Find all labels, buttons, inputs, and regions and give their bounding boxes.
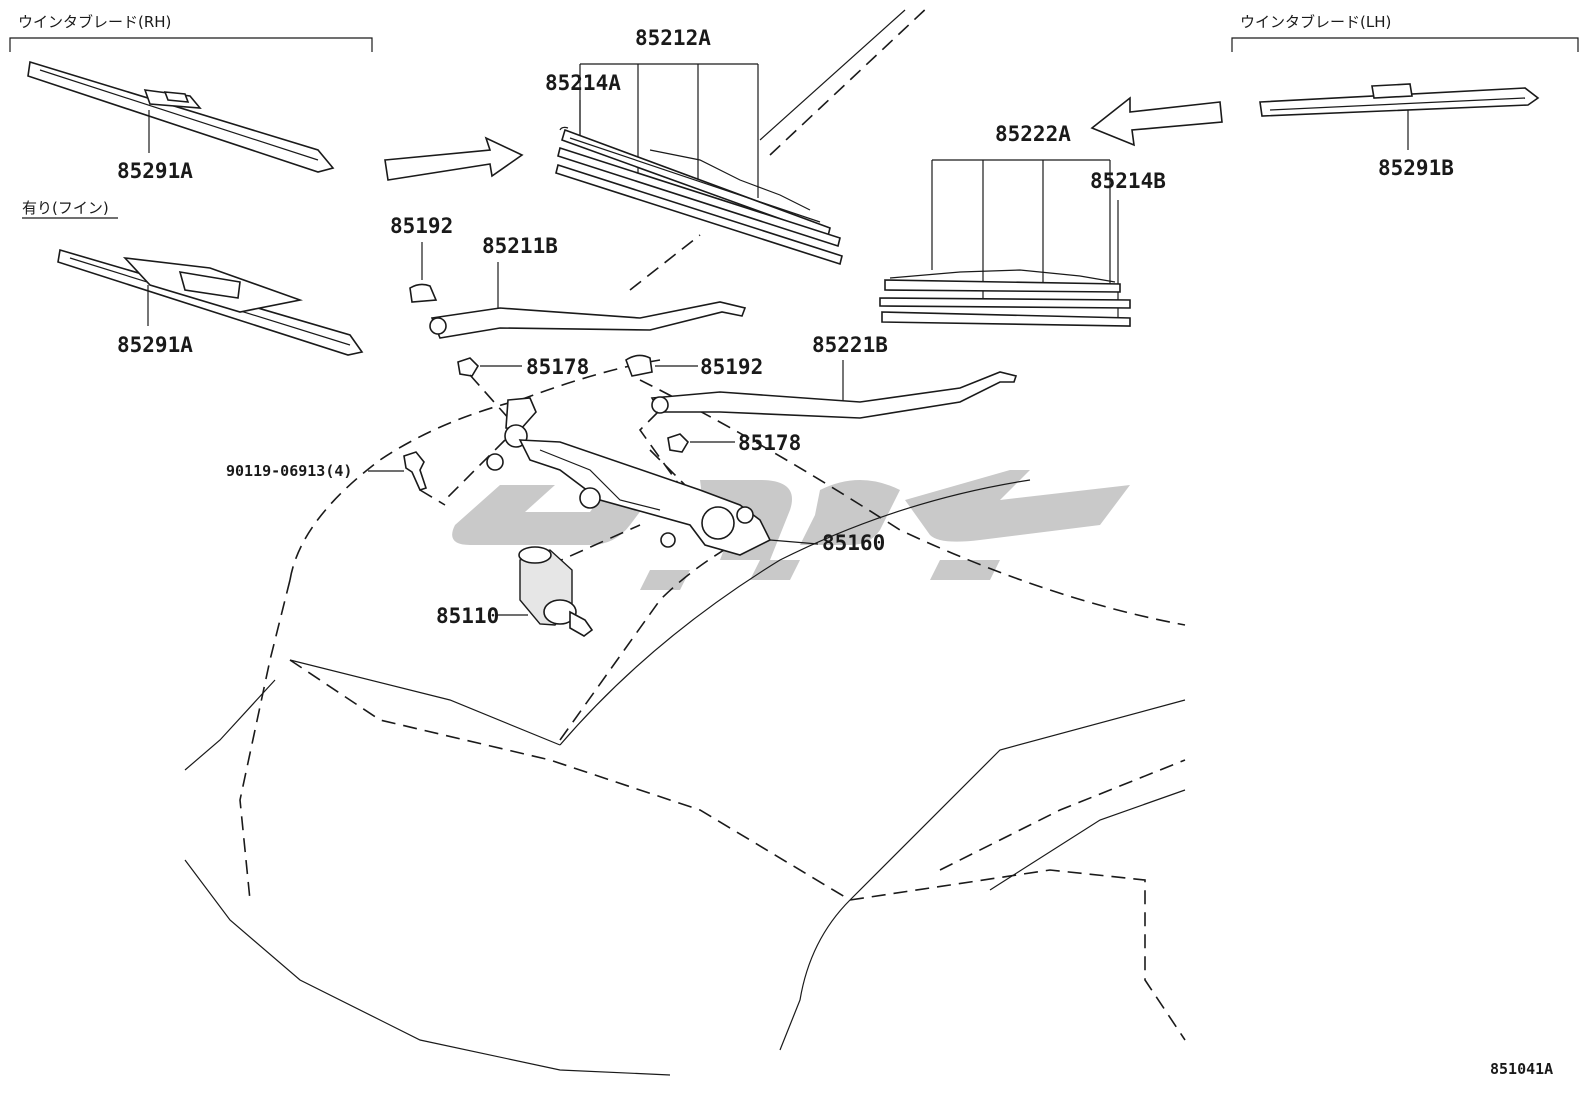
option-note: 有り(フイン) xyxy=(22,199,109,217)
winter-blade-lh xyxy=(1259,83,1540,117)
part-85212A-label: 85212A xyxy=(635,26,711,50)
rh-winter-blade-group: ウインタブレード(RH) 85291A 有り(フイン) 85291A xyxy=(9,13,373,357)
nut-85178-left: 85178 xyxy=(457,355,589,379)
winter-blade-rh-upper xyxy=(27,60,335,173)
wiper-blade-assembly-85212A: 85212A 85214A xyxy=(545,26,843,266)
part-90119-label: 90119-06913(4) xyxy=(226,462,352,480)
bolt-90119-06913: 90119-06913(4) xyxy=(226,451,446,506)
wiper-motor-85110: 85110 xyxy=(436,524,641,637)
part-85291A-upper-label: 85291A xyxy=(117,159,193,183)
winter-blade-rh-lower xyxy=(57,248,364,356)
wiper-arm-85221B: 85192 85221B xyxy=(625,333,1018,419)
bolt-icon xyxy=(403,451,428,491)
part-85178-right-label: 85178 xyxy=(738,431,801,455)
part-85160-label: 85160 xyxy=(822,531,885,555)
rh-winter-blade-heading: ウインタブレード(RH) xyxy=(18,13,171,31)
part-85214B-label: 85214B xyxy=(1090,169,1166,193)
wiper-arm-85211B: 85192 85211B xyxy=(390,214,747,339)
nut-right-icon xyxy=(667,433,690,453)
pivot-cap-left-icon xyxy=(409,283,438,303)
car-body-outline xyxy=(184,4,1186,1076)
wiper-blade-assembly-85222A: 85222A 85214B xyxy=(879,122,1166,327)
lh-winter-blade-heading: ウインタブレード(LH) xyxy=(1240,13,1391,31)
part-85291A-lower-label: 85291A xyxy=(117,333,193,357)
nut-left-icon xyxy=(457,357,480,377)
part-85222A-label: 85222A xyxy=(995,122,1071,146)
nut-85178-right: 85178 xyxy=(667,431,801,455)
pivot-cap-right-icon xyxy=(625,354,653,377)
part-85214A-label: 85214A xyxy=(545,71,621,95)
part-85178-left-label: 85178 xyxy=(526,355,589,379)
part-85192-left-label: 85192 xyxy=(390,214,453,238)
arrow-to-lh-blade xyxy=(1090,96,1223,147)
part-85291B-label: 85291B xyxy=(1378,156,1454,180)
part-85221B-label: 85221B xyxy=(812,333,888,357)
arrow-to-rh-blade xyxy=(384,136,524,181)
diagram-code: 851041A xyxy=(1490,1060,1553,1078)
part-85192-right-label: 85192 xyxy=(700,355,763,379)
part-85211B-label: 85211B xyxy=(482,234,558,258)
part-85110-label: 85110 xyxy=(436,604,499,628)
wiper-link-85160: 85160 xyxy=(444,374,885,556)
lh-winter-blade-group: ウインタブレード(LH) 85291B xyxy=(1231,13,1579,180)
